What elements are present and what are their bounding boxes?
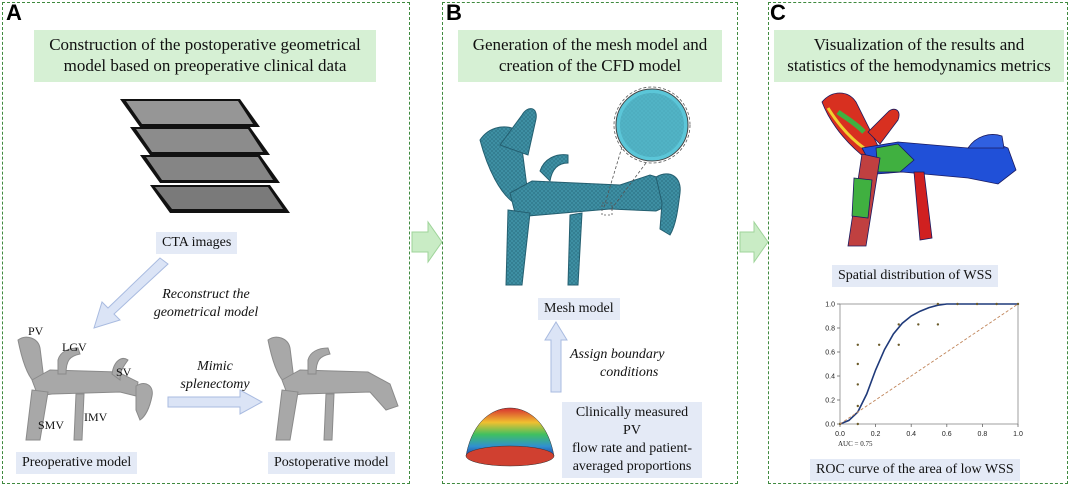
roc-auc-annotation: AUC = 0.75: [838, 440, 873, 448]
vessel-label-lgv: LGV: [62, 340, 87, 354]
panel-a-letter: A: [6, 0, 22, 25]
roc-y-tick-label: 1.0: [825, 302, 835, 309]
panel-c: [768, 2, 1068, 484]
roc-x-tick-label: 0.8: [978, 431, 988, 438]
mimic-line1: Mimic: [197, 359, 233, 374]
roc-reference-diagonal: [839, 303, 1019, 425]
panel-b-title: Generation of the mesh model and creatio…: [458, 30, 722, 82]
panel-b-title-line1: Generation of the mesh model and: [472, 35, 708, 54]
vessel-label-sv: SV: [116, 365, 132, 379]
panel-b: [442, 2, 738, 484]
panel-c-title: Visualization of the results and statist…: [774, 30, 1064, 82]
vessel-label-smv: SMV: [38, 418, 65, 432]
mimic-arrow: [167, 389, 264, 415]
assign-line2: conditions: [600, 365, 659, 380]
roc-empirical-point: [897, 323, 900, 326]
flow-line1: Clinically measured PV: [575, 405, 689, 438]
wss-label: Spatial distribution of WSS: [832, 265, 999, 287]
roc-empirical-point: [1016, 302, 1020, 306]
roc-x-tick-label: 0.6: [942, 431, 952, 438]
panel-a-title-line2: model based on preoperative clinical dat…: [63, 56, 347, 75]
cta-slice-1: [120, 99, 260, 127]
vessel-label-imv: IMV: [84, 410, 108, 424]
panel-c-title-line1: Visualization of the results and: [813, 35, 1025, 54]
roc-empirical-point: [897, 343, 900, 346]
roc-empirical-point: [856, 404, 859, 408]
roc-empirical-point: [936, 302, 940, 306]
flow-line2: flow rate and patient-: [571, 441, 693, 456]
wss-model: [821, 92, 1017, 247]
mesh-model-label: Mesh model: [538, 298, 620, 320]
roc-empirical-point: [917, 323, 920, 326]
arrow-a-to-b: [411, 220, 443, 264]
roc-empirical-point: [975, 302, 979, 306]
roc-y-tick-label: 0.0: [825, 422, 835, 429]
postoperative-model: [267, 336, 399, 441]
cta-images-label: CTA images: [156, 232, 238, 254]
roc-empirical-point: [956, 302, 959, 306]
roc-y-tick-label: 0.2: [825, 398, 835, 405]
roc-x-tick-label: 0.4: [906, 431, 916, 438]
roc-x-tick-label: 0.0: [835, 431, 845, 438]
cta-slice-4: [150, 185, 290, 213]
vessel-label-pv: PV: [28, 324, 44, 338]
panel-a-title: Construction of the postoperative geomet…: [34, 30, 376, 82]
roc-empirical-point: [856, 343, 859, 346]
reconstruct-arrow-label: Reconstruct the geometrical model: [146, 286, 266, 322]
roc-chart: 0.0 0.2 0.4 0.6 0.8 1.0 0.0 0.2 0.4 0.6 0.8 1.0AUC …: [825, 302, 1023, 449]
assign-line1: Assign boundary: [570, 347, 665, 362]
mimic-label: Mimic splenectomy: [165, 358, 265, 394]
cta-slice-3: [140, 155, 280, 183]
reconstruct-line2: geometrical model: [153, 305, 259, 320]
cta-image-stack: [120, 99, 290, 213]
roc-empirical-point: [856, 422, 859, 426]
panel-c-title-line2: statistics of the hemodynamics metrics: [787, 56, 1051, 75]
roc-plot-frame: [839, 303, 1019, 425]
assign-arrow: [544, 321, 568, 393]
assign-label: Assign boundary conditions: [570, 346, 700, 382]
reconstruct-line1: Reconstruct the: [162, 287, 250, 302]
panel-b-letter: B: [446, 0, 462, 25]
panel-b-title-line2: creation of the CFD model: [498, 56, 682, 75]
roc-y-tick-label: 0.6: [825, 350, 835, 357]
preoperative-label: Preoperative model: [16, 452, 138, 474]
roc-empirical-point: [856, 383, 859, 386]
roc-y-tick-label: 0.8: [825, 326, 835, 333]
arrow-b-to-c: [739, 220, 769, 264]
flow-rate-label: Clinically measured PV flow rate and pat…: [562, 402, 702, 478]
roc-fitted-curve: [839, 303, 1018, 425]
mimic-line2: splenectomy: [180, 377, 250, 392]
roc-label: ROC curve of the area of low WSS: [810, 459, 1020, 481]
flow-profile: [465, 407, 555, 467]
roc-empirical-point: [877, 343, 881, 346]
roc-empirical-point: [995, 302, 998, 306]
postoperative-label: Postoperative model: [268, 452, 395, 474]
mesh-model: [479, 86, 691, 286]
roc-y-tick-label: 0.4: [825, 374, 835, 381]
preoperative-model: [17, 336, 153, 441]
cta-slice-2: [130, 127, 270, 155]
roc-empirical-point: [936, 323, 940, 326]
panel-c-letter: C: [770, 0, 786, 25]
roc-x-tick-label: 0.2: [871, 431, 881, 438]
flow-line3: averaged proportions: [572, 459, 692, 474]
roc-empirical-point: [856, 362, 859, 366]
panel-a-title-line1: Construction of the postoperative geomet…: [49, 35, 361, 54]
roc-x-tick-label: 1.0: [1013, 431, 1023, 438]
panel-a: [2, 2, 410, 484]
reconstruct-arrow: [93, 257, 169, 329]
